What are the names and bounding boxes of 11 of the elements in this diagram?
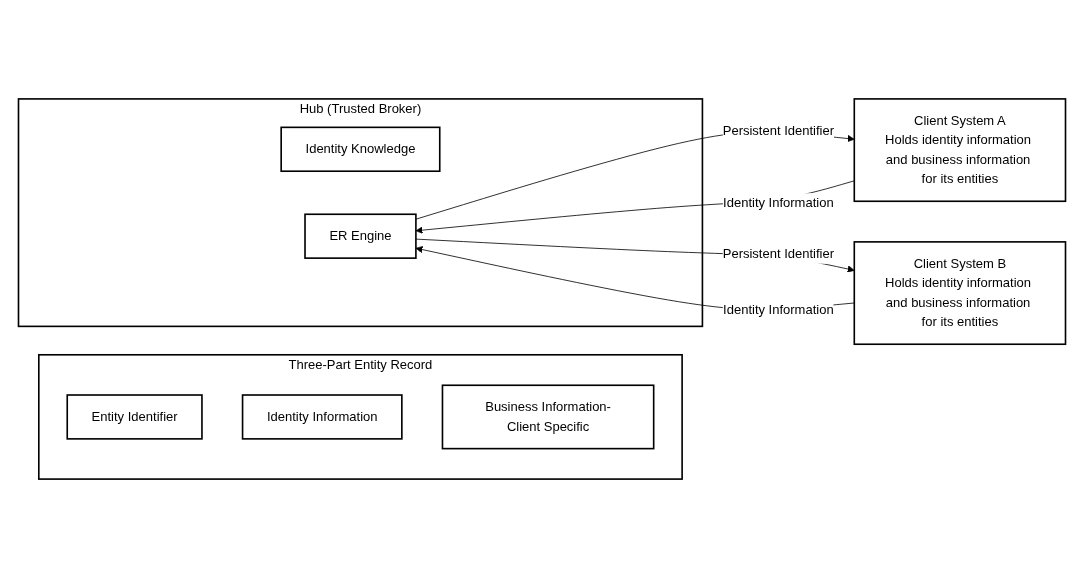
node-box: ER Engine [303,212,417,259]
node-box: Client System A Holds identity information and business information for its entities [853,97,1066,202]
node-box: Business Information-Client Specific [441,383,654,449]
node-box: Identity Knowledge [279,126,441,172]
node-box: Client System B Holds identity information and business information for its entities [853,240,1066,345]
edge-label: Identity Information [722,195,834,209]
edge-label: Identity Information [722,302,834,317]
edge-label: Persistent Identifier [722,246,834,261]
edge-label: Persistent Identifier [722,123,834,138]
node-box: Identity Information [241,393,403,440]
node-box: Entity Identifier [65,393,203,440]
